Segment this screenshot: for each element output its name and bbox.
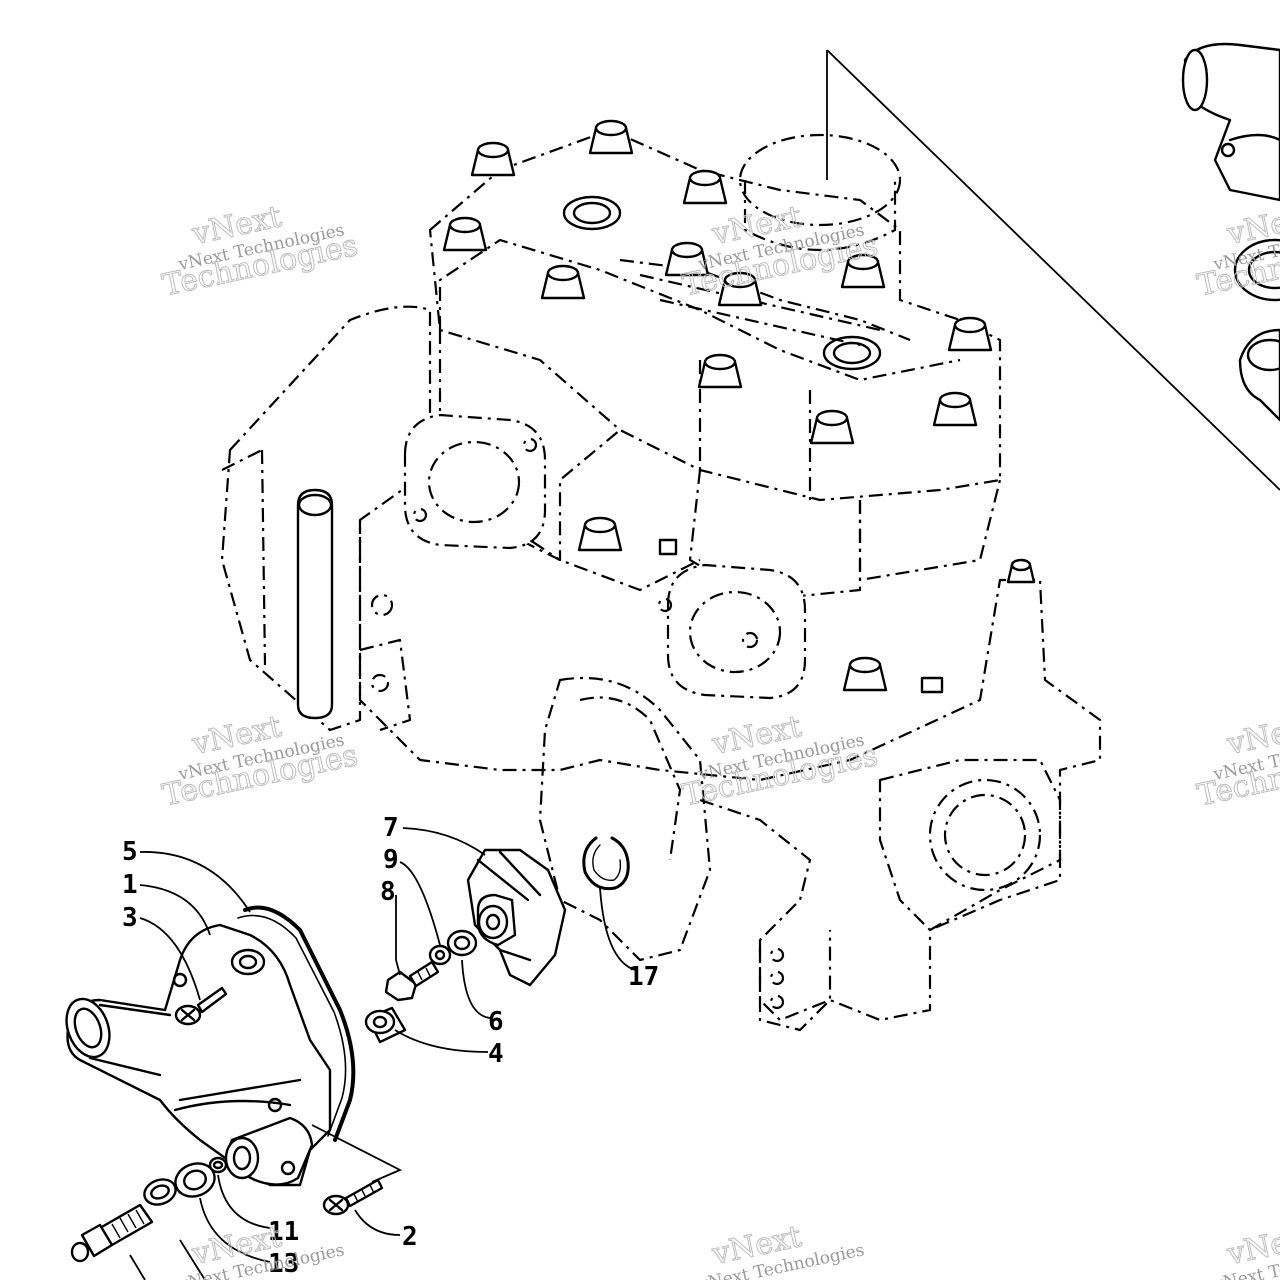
callout-8: 8: [380, 877, 396, 907]
reference-leader-lines: [826, 49, 1280, 491]
engine-phantom-outline: [220, 128, 1102, 1032]
part-1-pump-housing: [65, 923, 332, 1187]
watermark-1: vNext vNext Technologies Technologies: [159, 199, 361, 304]
callout-3: 3: [122, 903, 138, 933]
callout-1: 1: [122, 870, 138, 900]
part-9-washer: [428, 944, 452, 966]
part-17-snap-ring: [582, 836, 630, 891]
part-11-washer: [208, 1156, 228, 1174]
part-6-seal: [446, 929, 478, 957]
watermark-5: vNext vNext Technologies Technologies: [679, 709, 881, 814]
watermark-9: vNext vNext Technologies: [1211, 1219, 1280, 1280]
watermark-7: vNext vNext Technologies: [176, 1219, 346, 1280]
part-2-screw: [311, 1124, 403, 1216]
part-4-spacer: [364, 1006, 407, 1044]
callout-4: 4: [488, 1039, 504, 1069]
callout-leaders: [129, 827, 636, 1280]
callout-5: 5: [122, 837, 138, 867]
watermark-6: vNext vNext Technologies Technologies: [1194, 709, 1280, 814]
watermark-8: vNext vNext Technologies: [696, 1219, 866, 1280]
callout-9: 9: [383, 845, 399, 875]
part-7-impeller: [466, 848, 567, 987]
callout-13: 13: [268, 1249, 299, 1279]
callout-17: 17: [628, 962, 659, 992]
watermark-3: vNext vNext Technologies Technologies: [1194, 199, 1280, 304]
callout-2: 2: [402, 1222, 418, 1252]
callout-6: 6: [488, 1007, 504, 1037]
part-5-gasket: [237, 905, 356, 1142]
part-13-washer: [143, 1162, 216, 1206]
callout-7: 7: [383, 813, 399, 843]
thermostat-housing-partial: [1181, 42, 1280, 422]
part-3-screw: [174, 986, 228, 1026]
watermark-repeat: vNext vNext Technologies Technologies vN…: [159, 199, 1280, 1280]
part-bleed-screw: [70, 1203, 154, 1263]
part-8-bolt: [384, 960, 440, 1002]
callout-11: 11: [268, 1217, 299, 1247]
head-bolts: [442, 119, 1036, 692]
callout-labels: 5 1 3 7 9 8 6 4 17 11 13 2: [122, 813, 659, 1279]
